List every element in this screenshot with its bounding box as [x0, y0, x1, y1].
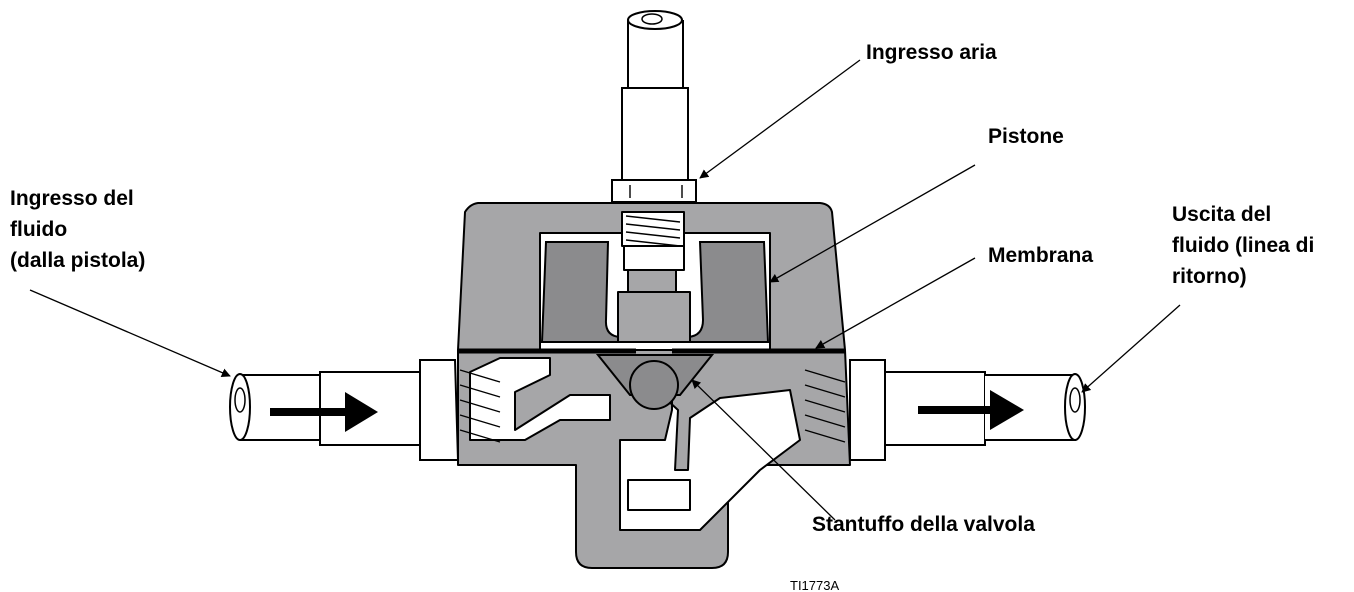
label-air-inlet: Ingresso aria [866, 41, 997, 64]
inlet-pipe [229, 359, 501, 461]
leader-fluid-inlet [29, 289, 231, 377]
leader-fluid-outlet [1081, 304, 1181, 393]
leader-membrane [815, 257, 976, 349]
air-inlet-tube [611, 10, 697, 229]
label-fluid-outlet-line2: fluido (linea di [1172, 234, 1314, 257]
label-fluid-inlet-line3: (dalla pistola) [10, 249, 145, 272]
label-fluid-outlet-line3: ritorno) [1172, 265, 1247, 288]
label-piston: Pistone [988, 125, 1064, 148]
leader-valve-plunger [691, 379, 836, 521]
leader-lines [29, 59, 1181, 521]
label-fluid-inlet-line1: Ingresso del [10, 187, 134, 210]
piston [540, 232, 770, 343]
lower-body [457, 349, 851, 569]
leader-air-inlet [699, 59, 861, 179]
label-membrane: Membrana [988, 244, 1093, 267]
label-fluid-inlet-line2: fluido [10, 218, 67, 241]
outlet-pipe [804, 359, 1086, 461]
label-valve-plunger: Stantuffo della valvola [812, 513, 1035, 536]
threaded-stem [621, 211, 685, 247]
valve-plunger [595, 354, 715, 410]
leader-piston [769, 164, 976, 283]
label-fluid-outlet-line1: Uscita del [1172, 203, 1271, 226]
figure-code: TI1773A [790, 578, 839, 592]
